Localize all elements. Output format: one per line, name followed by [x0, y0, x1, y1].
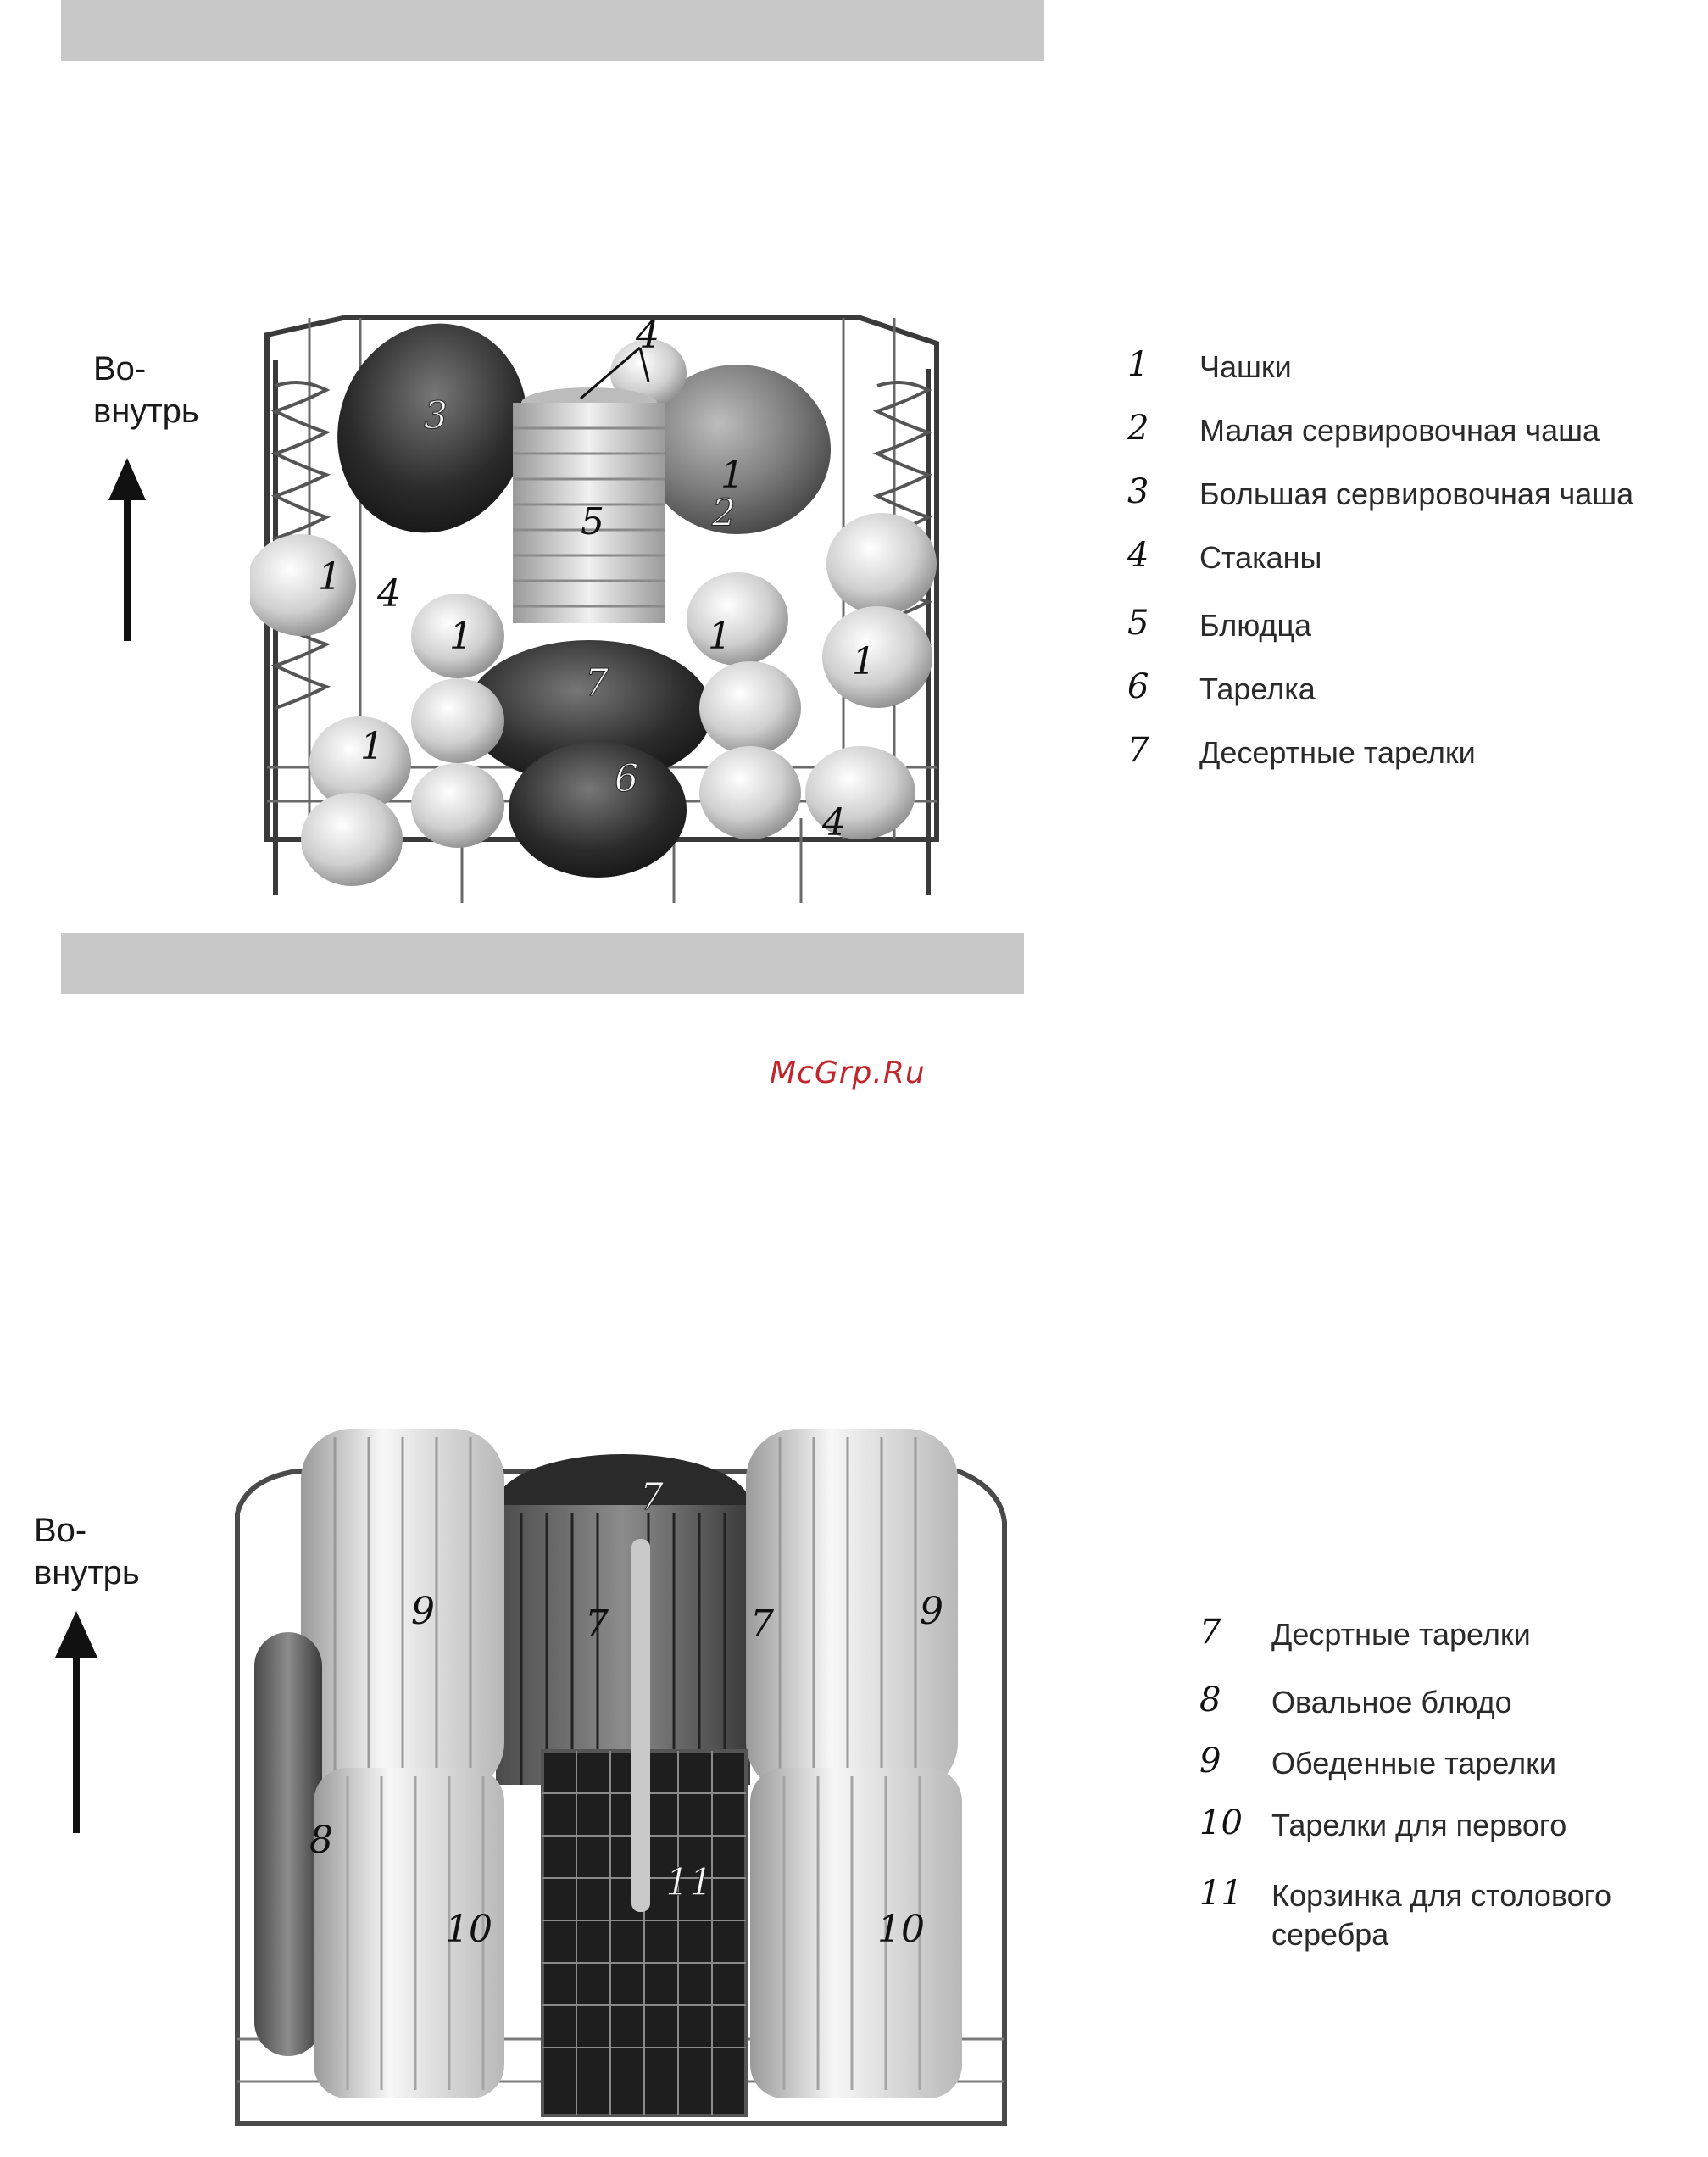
lower-callout-8: 8 — [309, 1819, 333, 1862]
legend-label: Большая сервировочная чаша — [1199, 477, 1634, 511]
lower-basket-illustration: 7 9 7 7 9 8 10 11 10 — [235, 1429, 1007, 2126]
callout-4-leader-2 — [638, 347, 650, 382]
legend-number: 7 — [1127, 731, 1149, 770]
lower-callout-7-left: 7 — [585, 1602, 609, 1646]
legend-number: 7 — [1199, 1613, 1221, 1652]
legend-label: Десертные тарелки — [1199, 735, 1476, 770]
legend-label: Чашки — [1199, 349, 1292, 384]
legend-label: Десртные тарелки — [1271, 1617, 1531, 1652]
lower-legend-item-9: 9 Обеденные тарелки — [1199, 1744, 1556, 1783]
upper-callout-3: 3 — [424, 394, 448, 438]
legend-number: 2 — [1127, 409, 1149, 448]
lower-callout-10-left: 10 — [445, 1908, 492, 1951]
legend-label: Тарелка — [1199, 672, 1316, 706]
upper-callout-7: 7 — [585, 661, 609, 705]
upper-callout-1-d: 1 — [852, 640, 876, 683]
legend-number: 3 — [1127, 472, 1149, 511]
lower-callout-11: 11 — [665, 1861, 713, 1904]
upper-callout-2: 2 — [711, 492, 736, 535]
callout-4-leader — [580, 346, 641, 400]
upper-inward-arrow-icon — [108, 458, 146, 641]
upper-direction-label: Во- внутрь — [93, 350, 199, 430]
legend-number: 10 — [1199, 1803, 1243, 1842]
upper-legend-item-1: 1 Чашки — [1127, 348, 1292, 387]
legend-number: 9 — [1199, 1742, 1221, 1781]
upper-callout-5: 5 — [581, 500, 604, 543]
upper-callout-1-right-bowl: 1 — [720, 454, 744, 497]
upper-legend-item-2: 2 Малая сервировочная чаша — [1127, 411, 1600, 450]
upper-legend-item-5: 5 Блюдца — [1127, 606, 1311, 645]
upper-legend-item-4: 4 Стаканы — [1127, 538, 1321, 577]
upper-direction-indicator: Во- внутрь — [93, 348, 199, 644]
legend-label: Тарелки для первого — [1271, 1808, 1567, 1842]
upper-callout-1-a: 1 — [318, 555, 342, 599]
watermark: McGrp.Ru — [770, 1056, 926, 1090]
legend-label: Обеденные тарелки — [1271, 1746, 1556, 1781]
lower-callout-9-left: 9 — [411, 1590, 435, 1633]
middle-gray-bar — [61, 933, 1024, 994]
legend-label: Блюдца — [1199, 608, 1312, 643]
lower-direction-label: Во- внутрь — [34, 1512, 140, 1591]
upper-callout-6: 6 — [615, 757, 638, 800]
upper-callout-4-right: 4 — [821, 801, 846, 844]
upper-legend: 1 Чашки 2 Малая сервировочная чаша 3 Бол… — [1127, 348, 1678, 789]
legend-label: Овальное блюдо — [1271, 1685, 1512, 1719]
upper-basket-illustration: 4 3 2 1 5 7 6 1 4 1 1 1 1 4 — [250, 314, 939, 903]
upper-callout-1-b: 1 — [449, 615, 473, 658]
legend-number: 8 — [1199, 1680, 1221, 1719]
upper-legend-item-6: 6 Тарелка — [1127, 670, 1316, 709]
legend-label: Малая сервировочная чаша — [1199, 413, 1600, 448]
upper-legend-item-7: 7 Десертные тарелки — [1127, 733, 1476, 772]
lower-callout-7-right: 7 — [750, 1602, 774, 1646]
legend-number: 11 — [1199, 1874, 1243, 1913]
top-gray-bar — [61, 0, 1044, 61]
lower-legend: 7 Десртные тарелки 8 Овальное блюдо 9 Об… — [1199, 1615, 1700, 1971]
lower-direction-indicator: Во- внутрь — [34, 1509, 140, 1840]
lower-legend-item-7: 7 Десртные тарелки — [1199, 1615, 1531, 1654]
legend-label: Корзинка для столового серебра — [1271, 1878, 1612, 1952]
legend-number: 4 — [1127, 536, 1149, 575]
lower-legend-item-8: 8 Овальное блюдо — [1199, 1683, 1512, 1722]
lower-callout-7-top: 7 — [640, 1475, 664, 1519]
legend-number: 1 — [1127, 345, 1149, 384]
lower-callout-10-right: 10 — [877, 1908, 925, 1951]
upper-callout-4-left: 4 — [376, 572, 401, 616]
lower-callout-9-right: 9 — [920, 1590, 943, 1633]
lower-legend-item-10: 10 Тарелки для первого — [1199, 1806, 1566, 1845]
upper-callout-1-e: 1 — [360, 725, 384, 768]
legend-number: 5 — [1127, 604, 1149, 643]
legend-number: 6 — [1127, 667, 1149, 706]
upper-legend-item-3: 3 Большая сервировочная чаша — [1127, 475, 1633, 514]
legend-label: Стаканы — [1199, 540, 1322, 575]
upper-callout-4-top: 4 — [635, 314, 659, 357]
lower-legend-item-11: 11 Корзинка для столового серебра — [1199, 1876, 1611, 1954]
upper-callout-1-c: 1 — [708, 615, 732, 658]
lower-inward-arrow-icon — [55, 1611, 97, 1833]
